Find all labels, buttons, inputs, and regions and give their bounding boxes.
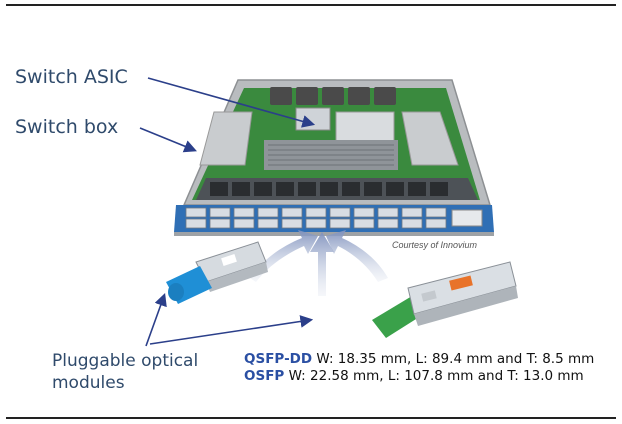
asic-pointer-arrow <box>147 77 316 128</box>
spec-dims: W: 18.35 mm, L: 89.4 mm and T: 8.5 mm <box>316 351 595 367</box>
qsfp-pointer-arrow <box>145 292 167 347</box>
top-rule <box>6 4 616 6</box>
spec-dims: W: 22.58 mm, L: 107.8 mm and T: 13.0 mm <box>288 368 584 384</box>
switch-box-image <box>174 79 494 236</box>
spec-line-qsfp-dd: QSFP-DD W: 18.35 mm, L: 89.4 mm and T: 8… <box>244 351 594 367</box>
spec-name: OSFP <box>244 368 285 384</box>
spec-name: QSFP-DD <box>244 351 313 367</box>
image-credit: Courtesy of Innovium <box>392 240 478 250</box>
qsfp-dd-module <box>166 241 268 304</box>
spec-line-osfp: OSFP W: 22.58 mm, L: 107.8 mm and T: 13.… <box>244 368 584 384</box>
insertion-arrows <box>250 230 388 296</box>
osfp-pointer-arrow <box>149 315 314 345</box>
pointer-arrows <box>139 77 316 347</box>
pluggable-modules-label: Pluggable optical modules <box>52 351 199 393</box>
bottom-rule <box>6 417 616 419</box>
switch-box-label: Switch box <box>15 116 119 138</box>
switch-asic-label: Switch ASIC <box>15 66 128 88</box>
box-pointer-arrow <box>139 127 197 153</box>
osfp-module <box>372 261 518 338</box>
